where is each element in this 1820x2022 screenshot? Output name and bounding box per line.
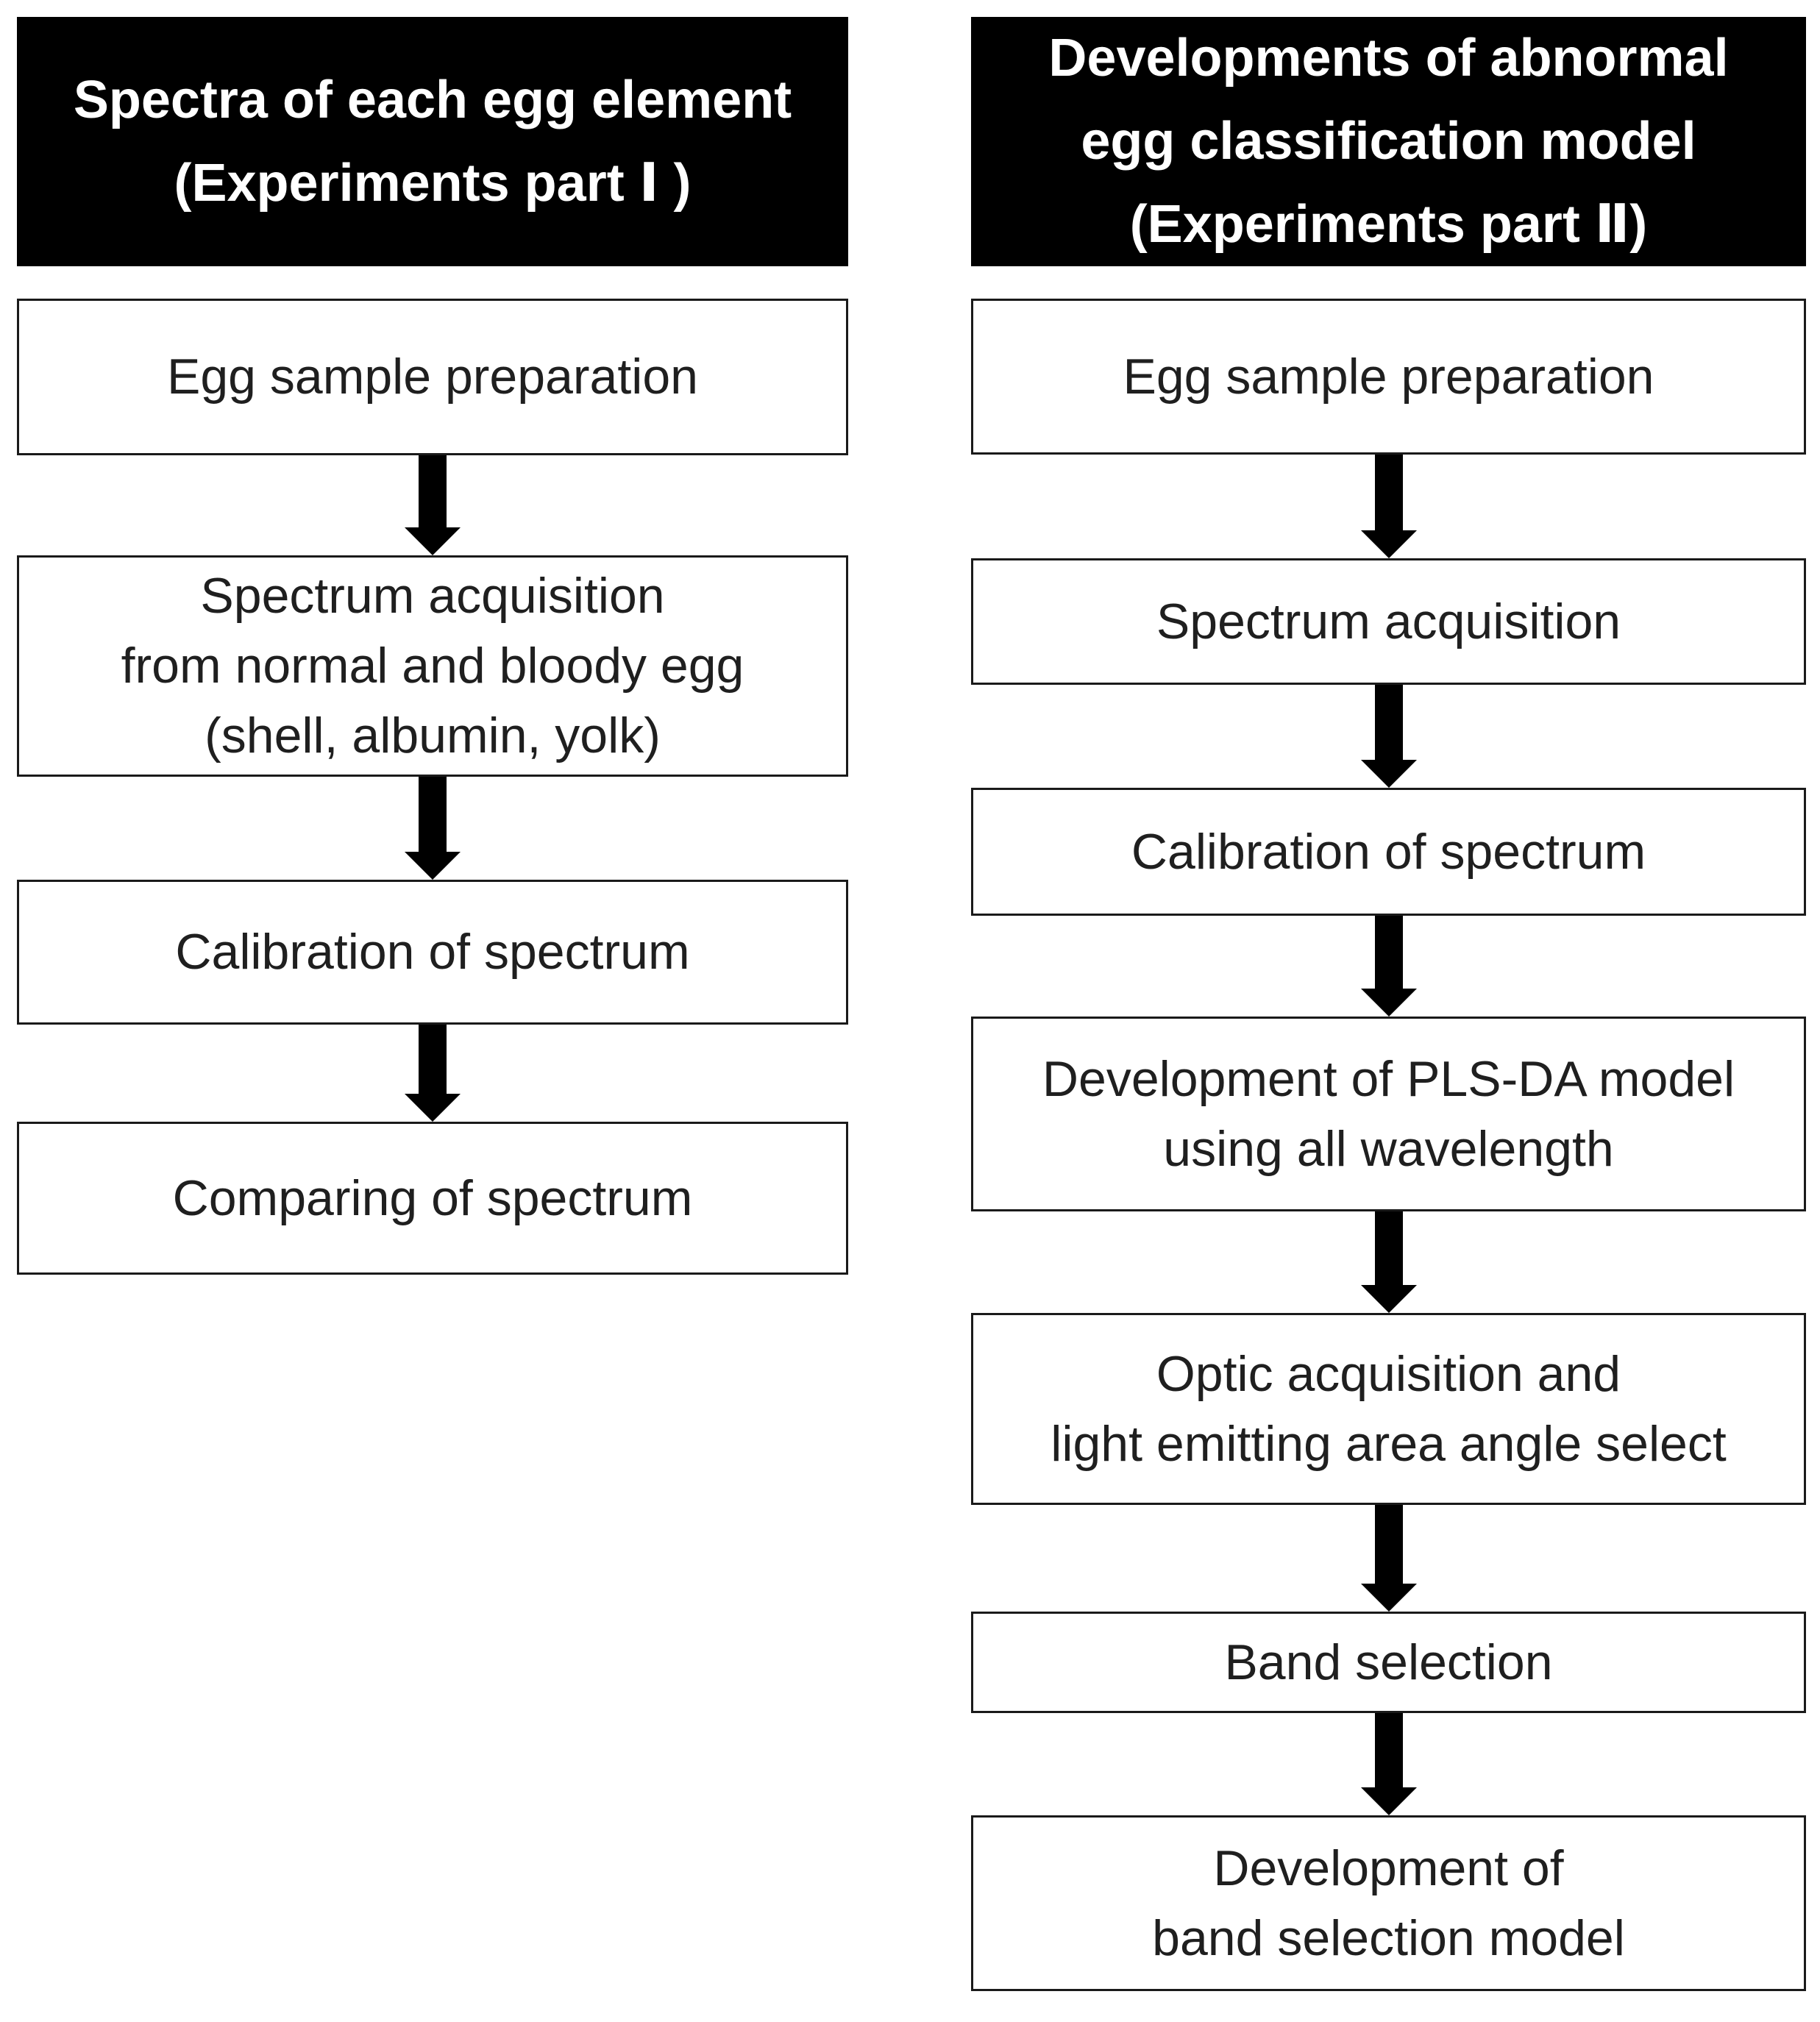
arrow-head [1360, 530, 1417, 558]
arrow-head [1360, 1787, 1417, 1815]
arrow-head [1360, 1584, 1417, 1612]
down-arrow [971, 455, 1806, 558]
arrow-stem [1374, 1713, 1403, 1787]
arrow-stem [1374, 1211, 1403, 1285]
down-arrow [971, 1211, 1806, 1313]
down-arrow [17, 455, 848, 555]
arrow-head [1360, 760, 1417, 788]
right-column-header: Developments of abnormal egg classificat… [971, 17, 1806, 266]
step-box-development-band-selection-model: Development of band selection model [971, 1815, 1806, 1991]
arrow-stem [419, 1025, 447, 1094]
step-box-development-pls-da-model: Development of PLS-DA model using all wa… [971, 1017, 1806, 1211]
step-box-spectrum-acquisition-normal-bloody: Spectrum acquisition from normal and blo… [17, 555, 848, 777]
arrow-stem [419, 777, 447, 852]
arrow-stem [1374, 685, 1403, 760]
step-box-calibration-of-spectrum: Calibration of spectrum [971, 788, 1806, 916]
arrow-stem [1374, 455, 1403, 530]
step-box-egg-sample-preparation: Egg sample preparation [971, 299, 1806, 455]
down-arrow [971, 685, 1806, 788]
step-box-spectrum-acquisition: Spectrum acquisition [971, 558, 1806, 685]
left-column: Spectra of each egg element (Experiments… [17, 17, 848, 1275]
down-arrow [971, 1713, 1806, 1815]
step-box-calibration-of-spectrum: Calibration of spectrum [17, 880, 848, 1025]
step-box-band-selection: Band selection [971, 1612, 1806, 1713]
arrow-stem [1374, 916, 1403, 989]
arrow-stem [419, 455, 447, 527]
down-arrow [971, 1505, 1806, 1612]
step-box-optic-acquisition-angle-select: Optic acquisition and light emitting are… [971, 1313, 1806, 1505]
step-box-egg-sample-preparation: Egg sample preparation [17, 299, 848, 455]
down-arrow [17, 777, 848, 880]
right-column: Developments of abnormal egg classificat… [971, 17, 1806, 1991]
step-box-comparing-of-spectrum: Comparing of spectrum [17, 1122, 848, 1275]
arrow-head [1360, 989, 1417, 1017]
left-column-header: Spectra of each egg element (Experiments… [17, 17, 848, 266]
arrow-head [1360, 1285, 1417, 1313]
down-arrow [17, 1025, 848, 1122]
down-arrow [971, 916, 1806, 1017]
arrow-head [405, 852, 461, 880]
arrow-head [405, 527, 461, 555]
arrow-head [405, 1094, 461, 1122]
arrow-stem [1374, 1505, 1403, 1584]
